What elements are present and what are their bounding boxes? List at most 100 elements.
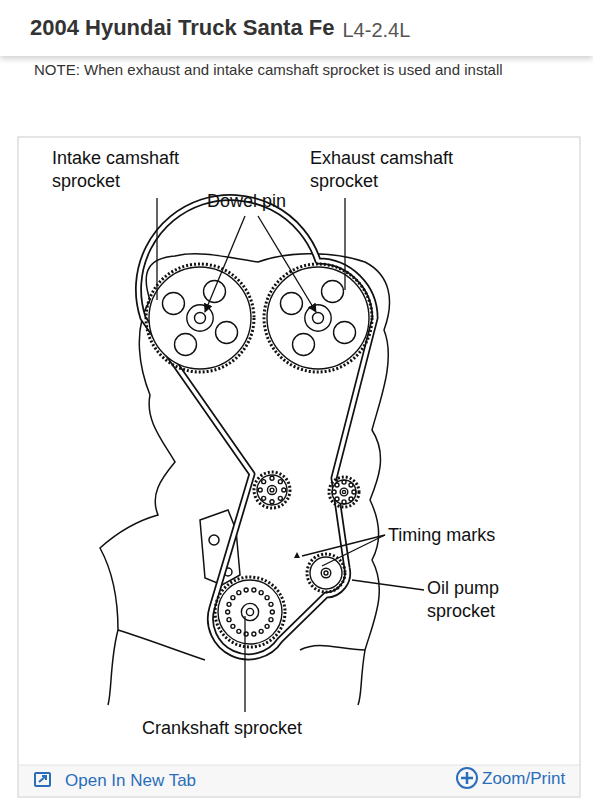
sprocket-dot: [278, 480, 282, 484]
tensioner-bolt: [209, 535, 219, 545]
leader-line: [244, 616, 245, 712]
part-label: Oil pump sprocket: [427, 577, 537, 624]
sprocket-dot: [226, 610, 230, 614]
zoom-link: Zoom/Print: [482, 768, 565, 790]
sprocket-hole: [322, 280, 344, 302]
sprocket-hub: [321, 568, 331, 578]
sprocket-hole: [280, 292, 302, 314]
sprocket-dot: [278, 496, 282, 500]
timing-belt-inner: [138, 197, 375, 656]
sprocket-dot: [282, 488, 286, 492]
sprocket-dot: [231, 596, 235, 600]
timing-mark-triangle: [294, 552, 300, 558]
part-label: Crankshaft sprocket: [142, 717, 302, 740]
sprocket-dot: [231, 624, 235, 628]
part-label: Exhaust camshaft sprocket: [310, 147, 482, 194]
sprocket-dot: [270, 476, 274, 480]
sprocket-dot: [352, 490, 356, 494]
sprocket-dot: [270, 610, 274, 614]
leader-lines: [157, 198, 424, 712]
sprocket-dot: [227, 602, 231, 606]
sprocket-teeth: [254, 472, 290, 508]
sprocket-dot: [342, 480, 346, 484]
sprocket-dot: [259, 591, 263, 595]
page-title: 2004 Hyundai Truck Santa Fe: [30, 14, 334, 43]
sprocket-rim: [267, 267, 369, 369]
sprocket-bore: [313, 313, 324, 324]
sprocket-dot: [244, 588, 248, 592]
image-toolbar: [19, 765, 579, 796]
sprocket-hole: [334, 322, 356, 344]
sprocket-dot: [349, 497, 353, 501]
sprocket-teeth: [307, 554, 345, 592]
zoom-icon-plus: [461, 772, 473, 784]
sprocket-dot: [237, 629, 241, 633]
sprocket-rim: [218, 580, 282, 644]
sprocket-hole: [292, 334, 314, 356]
engine-spec: L4-2.4L: [342, 17, 410, 43]
sprocket-rim: [310, 557, 342, 589]
leader-line: [352, 580, 424, 590]
part-label: Timing marks: [388, 524, 495, 547]
sprocket-dot: [349, 483, 353, 487]
open-link: Open In New Tab: [65, 770, 196, 792]
sprocket-bore: [195, 313, 206, 324]
sprocket-dot: [269, 618, 273, 622]
new-tab-icon-box: [35, 773, 50, 786]
sprocket: [146, 264, 254, 372]
sprocket-teeth: [264, 264, 372, 372]
sprocket-dot: [270, 500, 274, 504]
sprocket-dot: [332, 490, 336, 494]
timing-belt-outer: [138, 197, 375, 656]
sprocket: [329, 477, 359, 507]
sprocket-hub: [241, 603, 258, 620]
sprocket: [254, 472, 290, 508]
leader-arrow: [205, 216, 245, 312]
sprocket-hole: [174, 334, 196, 356]
sprocket-rim: [332, 480, 356, 504]
sprocket-dot: [262, 480, 266, 484]
image-frame: [18, 137, 580, 797]
sprocket-bore: [342, 490, 345, 493]
sprocket-dot: [262, 496, 266, 500]
sprocket-hub: [267, 485, 276, 494]
engine-outline-right: [146, 254, 389, 705]
leader-line: [322, 535, 385, 566]
sprocket-hub: [340, 488, 348, 496]
engine-outline-left: [100, 300, 175, 705]
sprocket-hole: [162, 292, 184, 314]
sprocket-hub: [305, 305, 331, 331]
sprocket-hub: [187, 305, 213, 331]
note-text: NOTE: When exhaust and intake camshaft s…: [34, 60, 503, 80]
sprocket: [215, 577, 285, 647]
sprocket-teeth: [146, 264, 254, 372]
sprocket-dot: [252, 632, 256, 636]
sprocket-bore: [246, 608, 253, 615]
sprocket-dot: [252, 588, 256, 592]
sprocket-dot: [227, 618, 231, 622]
sprocket-dot: [335, 497, 339, 501]
leader-line: [302, 535, 385, 556]
new-tab-icon-arrow: [39, 776, 46, 782]
toolbar-divider: [19, 765, 579, 766]
sprocket: [307, 554, 345, 592]
sprocket-hole: [216, 322, 238, 344]
timing-belt: [138, 197, 375, 656]
sprocket-teeth: [329, 477, 359, 507]
leader-line: [156, 198, 157, 300]
sprocket-dot: [265, 596, 269, 600]
zoom-icon-circle: [457, 768, 477, 788]
sprocket-dot: [269, 602, 273, 606]
sprocket-bore: [324, 571, 328, 575]
sprocket-dot: [335, 483, 339, 487]
sprocket: [264, 264, 372, 372]
part-label: Intake camshaft sprocket: [52, 147, 212, 194]
sprocket-rim: [257, 475, 287, 505]
sprocket-teeth: [215, 577, 285, 647]
part-label: Dowel pin: [207, 190, 286, 213]
sprocket-dot: [259, 629, 263, 633]
sprocket-bore: [270, 488, 274, 492]
new-tab-icon: [35, 773, 50, 786]
